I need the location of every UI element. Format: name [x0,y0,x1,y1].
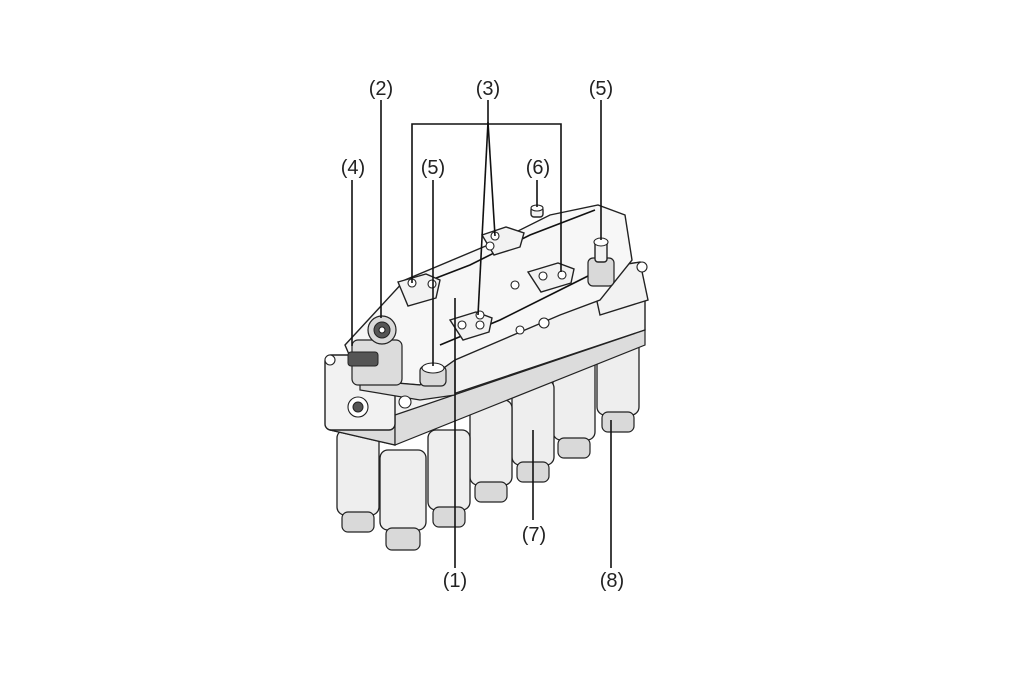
air-port-fitting-left [419,362,447,387]
solenoid-coil [469,399,513,503]
callout-label-1: (1) [443,570,467,592]
callout-label-6: (6) [526,157,550,179]
callout-label-2: (2) [369,78,393,100]
callout-labels: (2) (3) (5) (4) (5) (6) (7) (1) (8) [341,78,624,592]
leader-lines [351,100,612,568]
callout-label-7: (7) [522,524,546,546]
electrical-connector [347,315,403,386]
solenoid-coil-row [336,329,640,551]
callout-label-3: (3) [476,78,500,100]
callout-label-5-left: (5) [421,157,445,179]
callout-label-4: (4) [341,157,365,179]
callout-label-8: (8) [600,570,624,592]
solenoid-coil [427,429,471,528]
solenoid-coil [379,449,427,551]
vent-plug [530,204,544,218]
callout-label-5-right: (5) [589,78,613,100]
solenoid-coil [336,429,380,533]
